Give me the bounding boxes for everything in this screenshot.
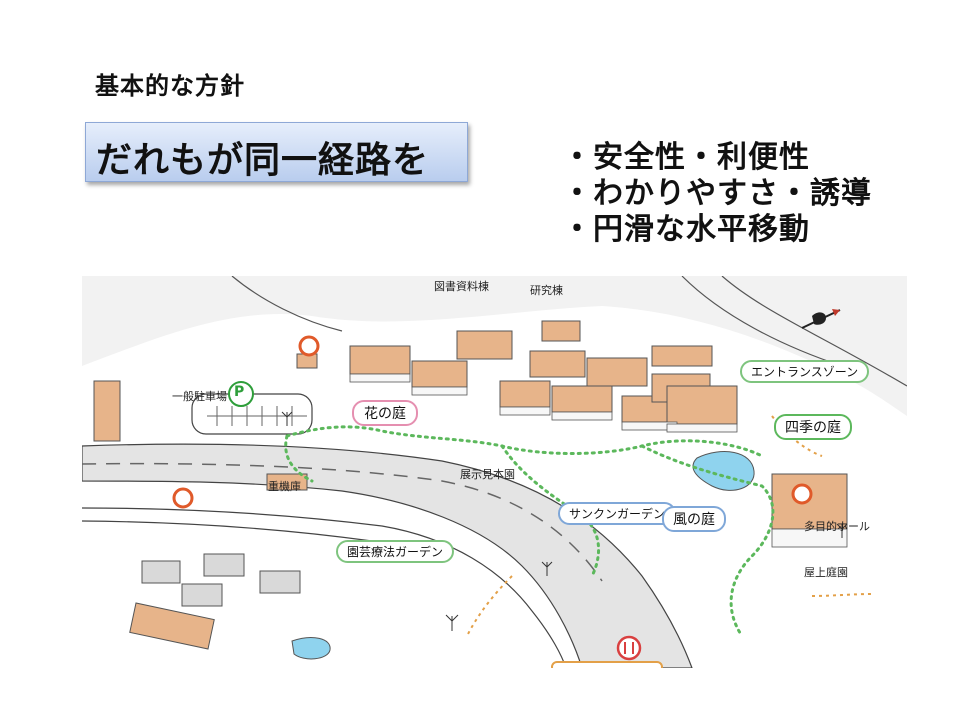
lower-left-building (129, 602, 215, 650)
restaurant-area (551, 661, 663, 668)
terrain-line (231, 276, 343, 332)
road-edge (82, 520, 373, 542)
road (82, 443, 693, 668)
map-drawing (82, 276, 907, 668)
parking-stalls (207, 406, 307, 426)
road-edge (82, 507, 567, 668)
building-walls (349, 373, 738, 433)
gray-buildings (141, 553, 301, 607)
orange-route (466, 415, 873, 637)
horticulture-garden-tag: 園芸療法ガーデン (336, 540, 455, 563)
entrance-zone-tag: エントランスゾーン (740, 360, 870, 383)
display-garden-label: 展示見本園 (460, 468, 515, 481)
main-buildings (296, 320, 738, 425)
multipurpose-hall-label: 多目的ホール (804, 520, 870, 533)
terrain-line (721, 276, 907, 387)
bullet-item: ・円滑な水平移動 (562, 212, 810, 247)
terrain-line (681, 276, 843, 367)
road-centerline (82, 462, 603, 582)
pond-small (291, 637, 331, 660)
bullet-item: ・安全性・利便性 (562, 140, 810, 175)
restaurant-icon (616, 635, 642, 661)
building-left (93, 380, 121, 442)
four-seasons-garden-tag: 四季の庭 (774, 414, 852, 440)
restroom-icon (172, 335, 813, 509)
library-label: 図書資料棟 (434, 280, 489, 293)
parking-icon (228, 381, 254, 407)
pond (692, 451, 755, 491)
parking-symbol: P (234, 384, 245, 400)
machinery-building (266, 473, 308, 491)
multipurpose-hall-building (771, 473, 848, 530)
rooftop-garden-label: 屋上庭園 (804, 566, 848, 579)
headline-box: だれもが同一経路を (85, 122, 468, 182)
machinery-label: 重機庫 (268, 480, 301, 493)
headline: だれもが同一経路を (96, 140, 430, 181)
hall-wall (771, 528, 848, 548)
campus-map: 図書資料棟 研究棟 一般駐車場 P 重機庫 展示見本園 多目的ホール 屋上庭園 … (82, 276, 907, 668)
trees (281, 411, 848, 631)
parking-label: 一般駐車場 (172, 390, 227, 403)
research-label: 研究棟 (530, 284, 563, 297)
subtitle: 基本的な方針 (95, 72, 245, 100)
bullet-item: ・わかりやすさ・誘導 (562, 176, 872, 211)
compass-icon (801, 309, 841, 329)
flower-garden-tag: 花の庭 (352, 400, 418, 426)
wind-garden-tag: 風の庭 (662, 506, 726, 532)
sunken-garden-tag: サンクンガーデン (558, 502, 677, 525)
